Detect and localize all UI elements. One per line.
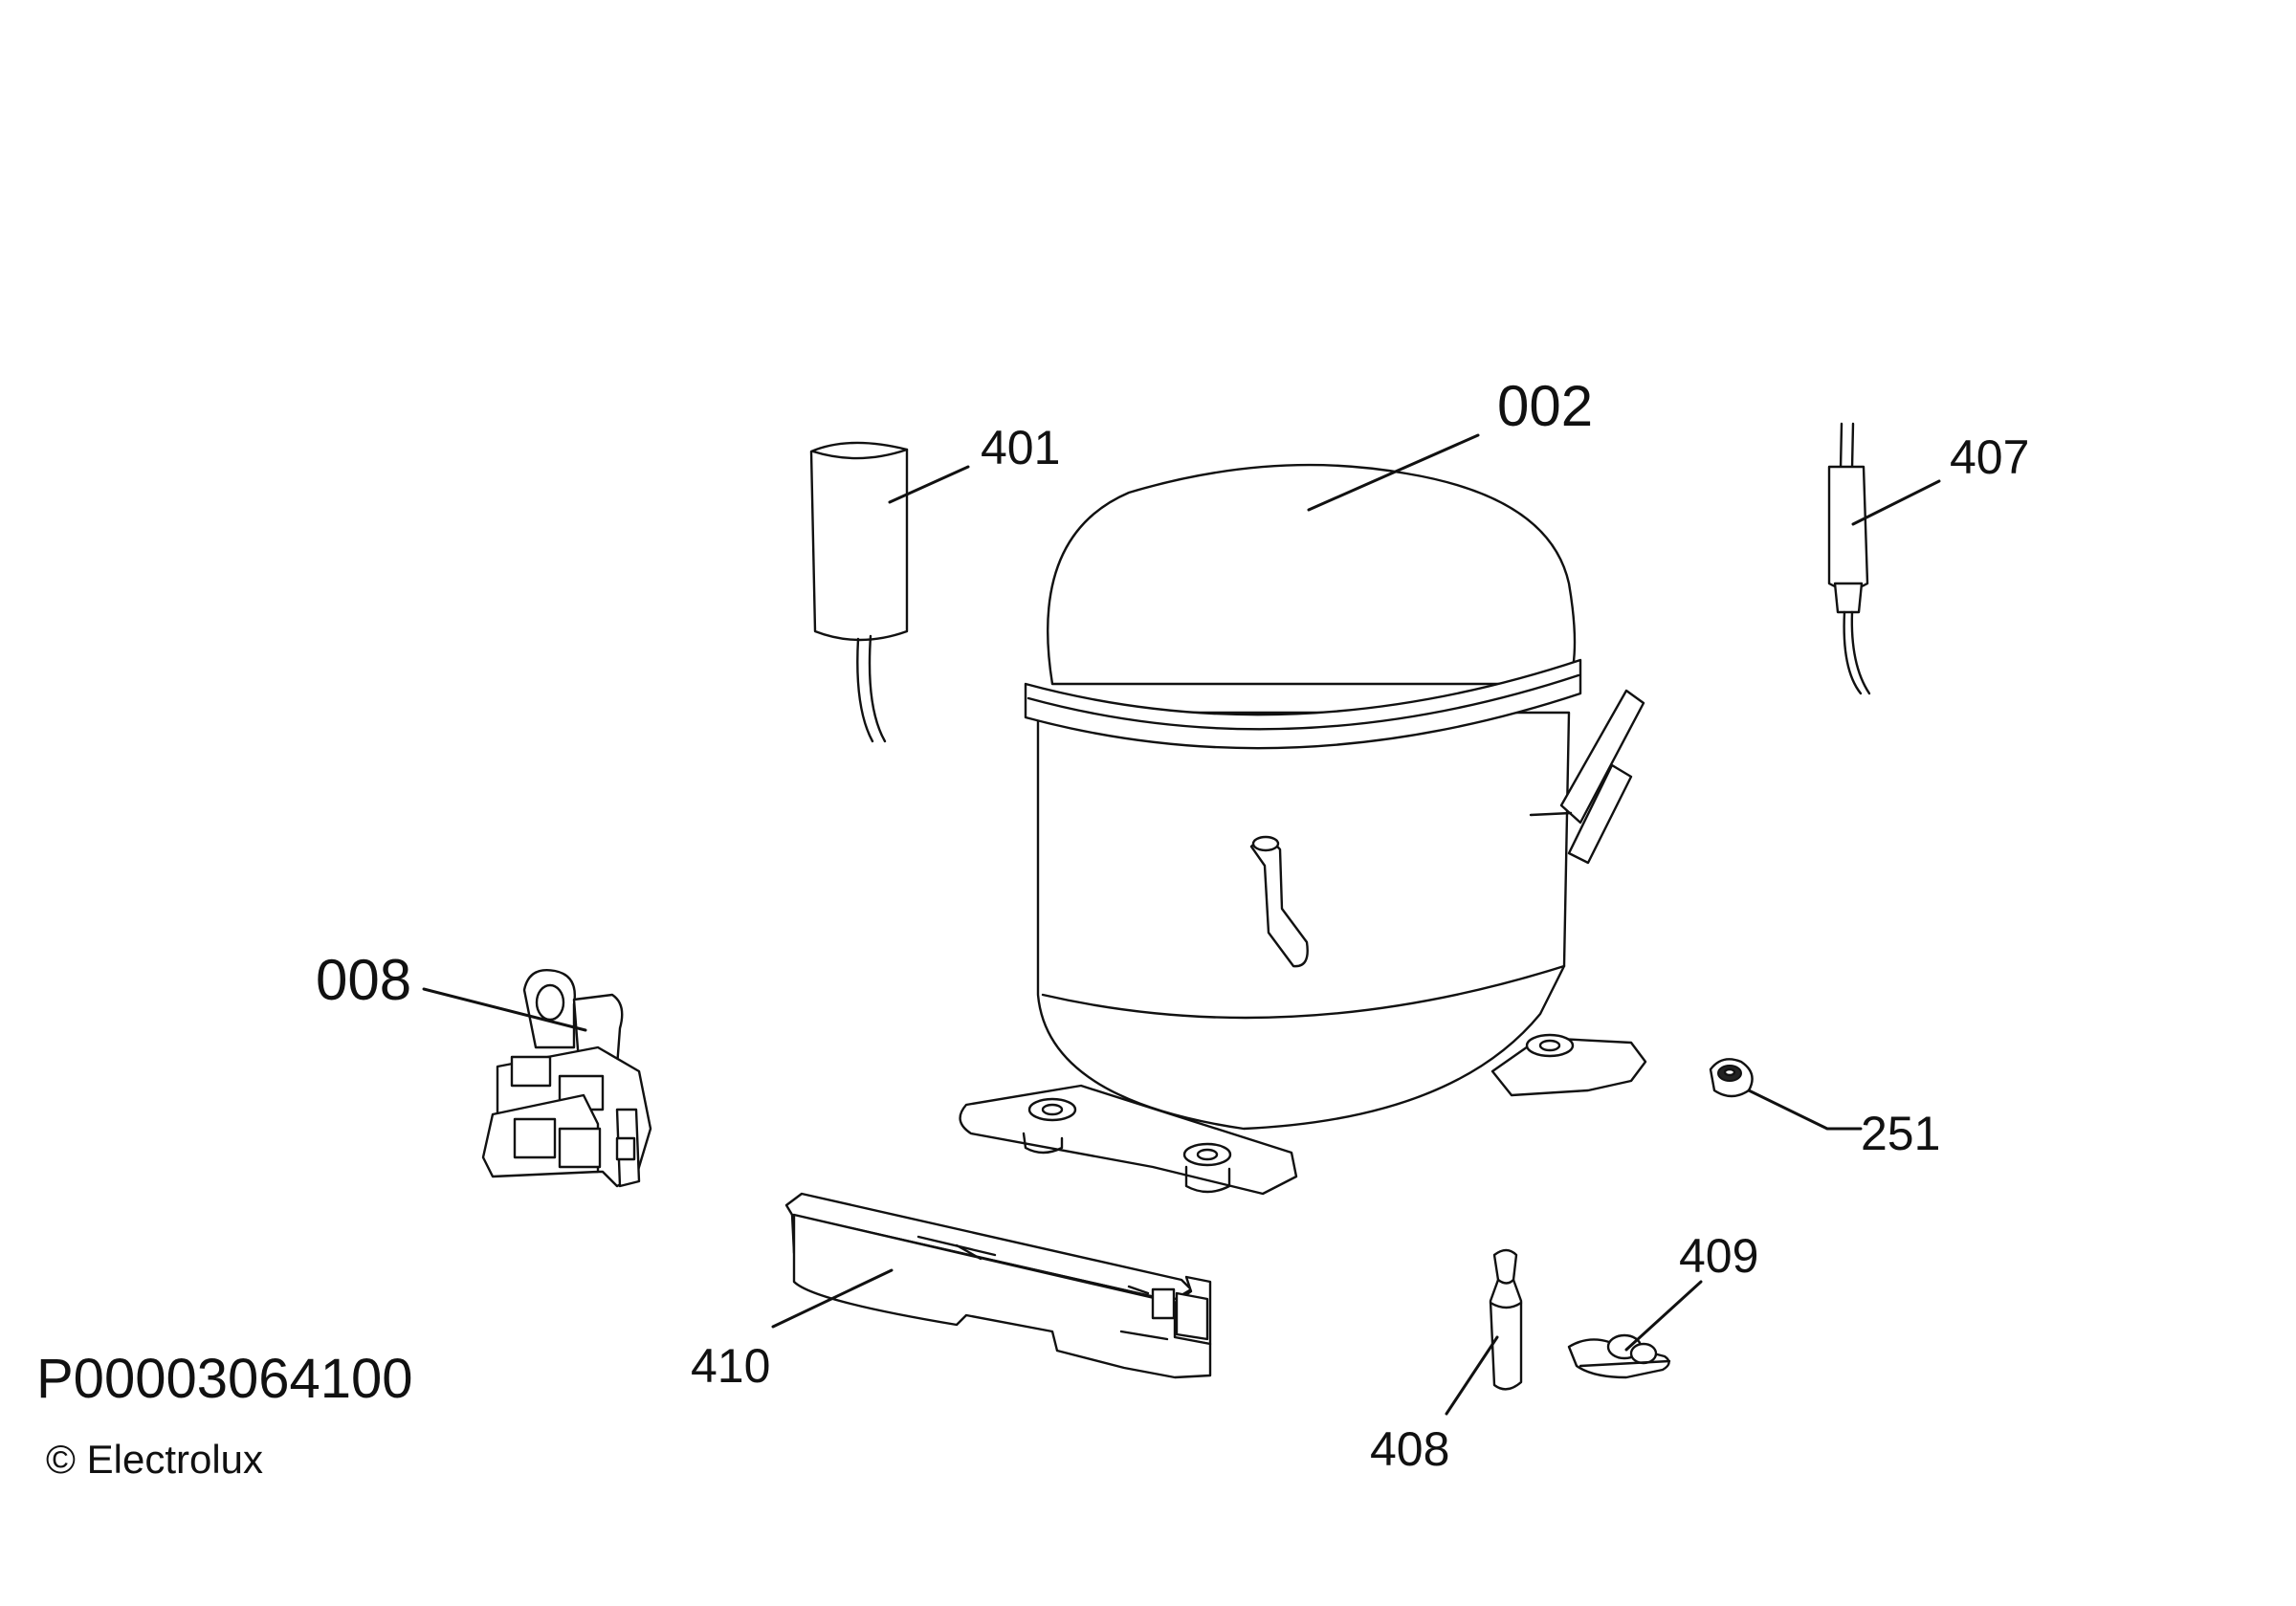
compressor-part	[959, 463, 1647, 1196]
callout-407: 407	[1950, 430, 2029, 484]
grommet-part	[1709, 1058, 1754, 1098]
leader-line-410	[771, 1268, 894, 1329]
callout-408: 408	[1370, 1422, 1449, 1476]
leader-line-251	[1747, 1089, 1863, 1131]
callout-008: 008	[316, 948, 411, 1012]
sleeve-part	[1489, 1248, 1523, 1391]
leader-line-401	[888, 465, 970, 504]
cover-part	[784, 1192, 1212, 1379]
callout-410: 410	[691, 1339, 770, 1393]
leader-line-407	[1851, 479, 1941, 526]
document-id: P00003064100	[36, 1348, 413, 1410]
callout-409: 409	[1679, 1229, 1758, 1283]
leader-line-408	[1445, 1335, 1499, 1416]
leader-line-002	[1307, 433, 1480, 512]
clip-part	[1567, 1333, 1671, 1379]
callout-401: 401	[981, 421, 1060, 474]
callout-251: 251	[1861, 1107, 1940, 1160]
capacitor-part	[809, 441, 909, 743]
copyright-notice: © Electrolux	[46, 1437, 264, 1482]
callout-002: 002	[1497, 374, 1593, 438]
leader-line-409	[1624, 1280, 1703, 1352]
leader-line-008	[422, 987, 587, 1032]
relay-part	[481, 969, 652, 1188]
filter-dryer-part	[1827, 422, 1871, 695]
